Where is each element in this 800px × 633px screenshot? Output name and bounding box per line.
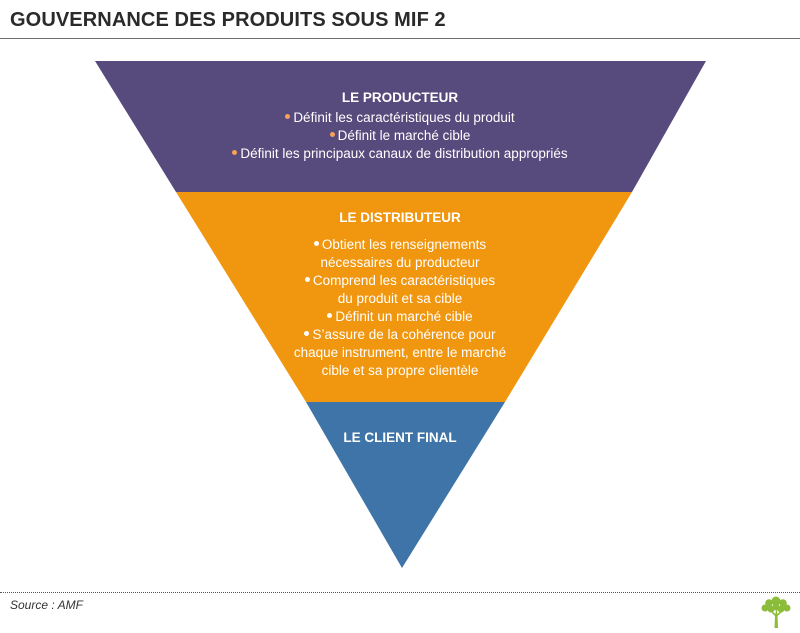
page-title: GOUVERNANCE DES PRODUITS SOUS MIF 2 (10, 9, 446, 31)
bullet-dot-icon (327, 313, 333, 318)
source-note: Source : AMF (10, 598, 83, 612)
producer-title: LE PRODUCTEUR (341, 90, 459, 105)
client-layer (306, 402, 505, 568)
bullet-dot-icon (304, 277, 310, 282)
distributor-bullet: Définit un marché cible (150, 308, 650, 326)
producer-bullet: Définit le marché cible (150, 127, 650, 145)
bullet-dot-icon (313, 241, 319, 246)
title-divider (0, 38, 800, 39)
producer-bullet: Définit les caractéristiques du produit (150, 109, 650, 127)
distributor-bullet: S’assure de la cohérence pour chaque ins… (293, 327, 507, 378)
producer-bullet: Définit les principaux canaux de distrib… (150, 145, 650, 163)
bullet-dot-icon (304, 331, 310, 336)
distributor-bullets: Obtient les renseignements nécessaires d… (150, 236, 650, 380)
client-title: LE CLIENT FINAL (343, 430, 457, 445)
bullet-dot-icon (232, 150, 238, 155)
producer-layer (95, 61, 706, 192)
distributor-bullet: Obtient les renseignements nécessaires d… (150, 236, 650, 272)
tree-icon (761, 596, 791, 628)
distributor-title: LE DISTRIBUTEUR (339, 210, 461, 225)
bullet-dot-icon (285, 114, 291, 119)
bullet-dot-icon (329, 132, 335, 137)
distributor-bullet: Comprend les caractéristiques du produit… (150, 272, 650, 308)
distributor-layer (176, 192, 632, 402)
producer-bullets: Définit les caractéristiques du produit … (150, 109, 650, 163)
footer-divider (0, 592, 800, 593)
